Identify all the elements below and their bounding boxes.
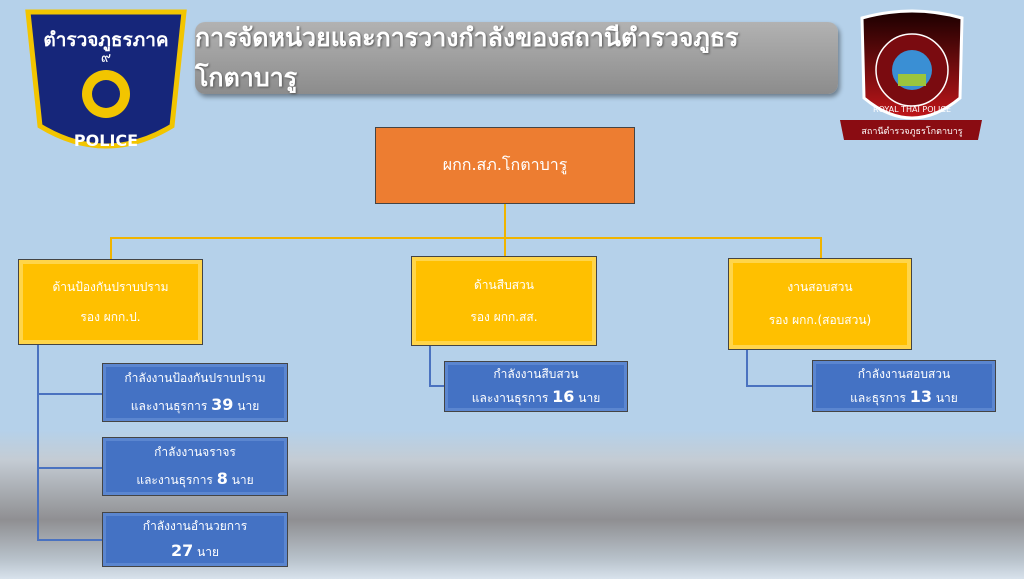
unit-prefix: และงานธุรการ xyxy=(130,398,208,413)
unit-box: กำลังงานอำนวยการ 27 นาย xyxy=(102,512,288,567)
unit-count: 8 xyxy=(216,468,228,488)
unit-count-line: และธุรการ 13 นาย xyxy=(850,387,958,408)
division-deputy: รอง ผกก.สส. xyxy=(470,309,538,324)
division-name: ด้านสืบสวน xyxy=(474,277,534,292)
unit-box: กำลังงานสืบสวน และงานธุรการ 16 นาย xyxy=(444,361,628,412)
page-title: การจัดหน่วยและการวางกำลังของสถานีตำรวจภู… xyxy=(195,22,838,94)
unit-title: กำลังงานสืบสวน xyxy=(493,367,579,382)
unit-count: 13 xyxy=(909,386,933,406)
connector xyxy=(820,237,822,258)
unit-suffix: นาย xyxy=(578,390,601,405)
unit-prefix: และงานธุรการ xyxy=(471,390,549,405)
connector xyxy=(37,345,39,540)
division-deputy: รอง ผกก.ป. xyxy=(80,309,141,324)
connector xyxy=(429,346,431,386)
division-deputy: รอง ผกก.(สอบสวน) xyxy=(768,313,872,327)
unit-count-line: และงานธุรการ 16 นาย xyxy=(472,387,600,408)
provincial-police-region-9-logo: ตำรวจภูธรภาค ๙ POLICE xyxy=(25,9,187,150)
unit-box: กำลังงานสอบสวน และธุรการ 13 นาย xyxy=(812,360,996,412)
unit-suffix: นาย xyxy=(237,398,260,413)
connector xyxy=(504,204,506,238)
division-name: ด้านป้องกันปราบปราม xyxy=(52,279,169,294)
station-chief-label: ผกก.สภ.โกตาบารู xyxy=(442,155,568,174)
unit-suffix: นาย xyxy=(231,472,254,487)
unit-box: กำลังงานป้องกันปราบปราม และงานธุรการ 39 … xyxy=(102,363,288,422)
connector xyxy=(746,350,748,385)
unit-prefix: และงานธุรการ xyxy=(136,472,213,487)
unit-prefix: และธุรการ xyxy=(850,390,906,405)
unit-title: กำลังงานสอบสวน xyxy=(857,366,951,381)
division-box-investigation: ด้านสืบสวน รอง ผกก.สส. xyxy=(411,256,597,346)
division-name: งานสอบสวน xyxy=(787,280,853,294)
unit-count: 16 xyxy=(552,386,575,406)
unit-count-line: และงานธุรการ 8 นาย xyxy=(136,469,253,490)
unit-suffix: นาย xyxy=(935,390,958,405)
svg-text:POLICE: POLICE xyxy=(74,131,138,150)
connector xyxy=(37,539,102,541)
unit-count-line: และงานธุรการ 39 นาย xyxy=(131,395,259,416)
connector xyxy=(110,237,822,239)
connector xyxy=(504,237,506,257)
division-box-inquiry: งานสอบสวน รอง ผกก.(สอบสวน) xyxy=(728,258,912,350)
unit-suffix: นาย xyxy=(197,544,220,559)
station-chief-box: ผกก.สภ.โกตาบารู xyxy=(375,127,635,204)
connector xyxy=(746,385,812,387)
svg-text:สถานีตำรวจภูธรโกตาบารู: สถานีตำรวจภูธรโกตาบารู xyxy=(861,126,962,137)
unit-count-line: 27 นาย xyxy=(171,541,219,562)
division-box-prevention: ด้านป้องกันปราบปราม รอง ผกก.ป. xyxy=(18,259,203,345)
connector xyxy=(429,385,444,387)
unit-count: 27 xyxy=(170,540,194,560)
unit-title: กำลังงานป้องกันปราบปราม xyxy=(124,371,266,386)
connector xyxy=(37,467,102,469)
unit-count: 39 xyxy=(211,394,234,414)
unit-title: กำลังงานจราจร xyxy=(154,445,236,460)
unit-box: กำลังงานจราจร และงานธุรการ 8 นาย xyxy=(102,437,288,496)
svg-text:ตำรวจภูธรภาค: ตำรวจภูธรภาค xyxy=(43,29,168,52)
connector xyxy=(37,393,102,395)
connector xyxy=(110,237,112,259)
svg-text:๙: ๙ xyxy=(101,50,111,66)
royal-thai-police-station-logo: ROYAL THAI POLICE สถานีตำรวจภูธรโกตาบารู xyxy=(840,9,982,140)
unit-title: กำลังงานอำนวยการ xyxy=(142,519,248,534)
svg-text:ROYAL THAI POLICE: ROYAL THAI POLICE xyxy=(873,105,951,114)
